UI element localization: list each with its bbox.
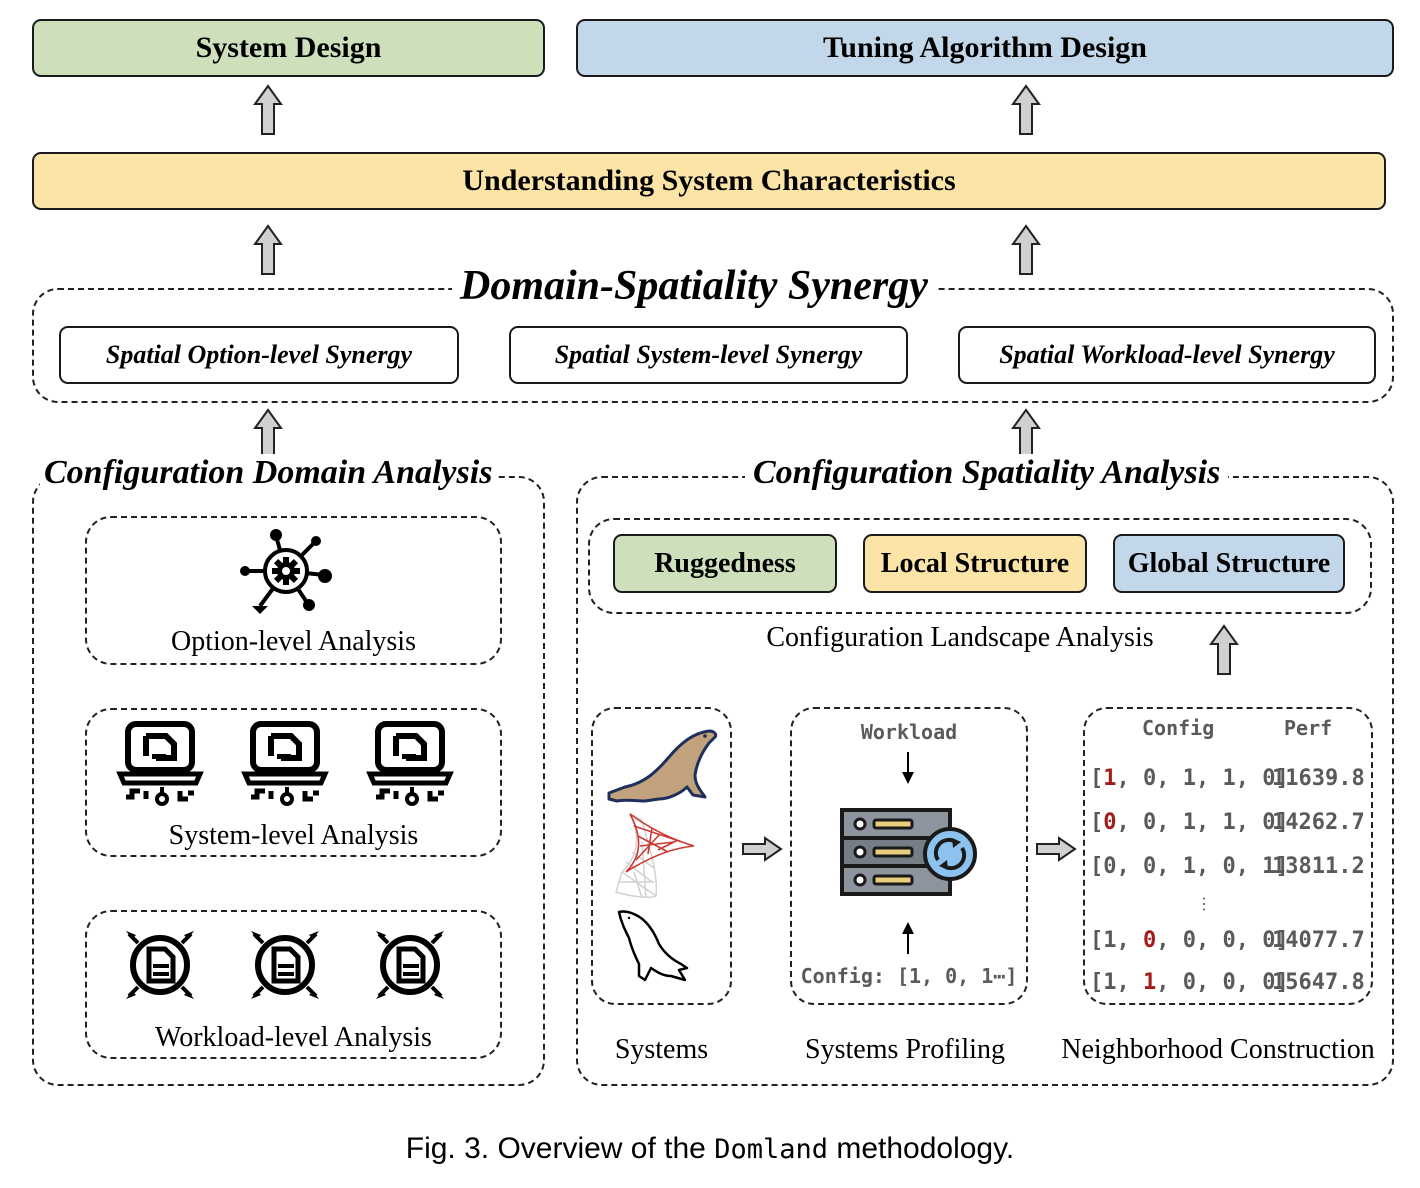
config-prefix: [1, <box>1090 928 1143 953</box>
systems-label: Systems <box>614 1034 709 1065</box>
arrow-up-icon <box>1012 85 1040 135</box>
arrow-up-icon <box>1012 409 1040 459</box>
synergy-system-box: Spatial System-level Synergy <box>509 326 908 384</box>
config-suffix: , 0, 0, 0] <box>1156 970 1289 995</box>
config-input-label: Config: [1, 0, 1⋯] <box>800 964 1018 988</box>
understanding-label: Understanding System Characteristics <box>462 164 956 197</box>
laptop-circuit-icon <box>243 721 329 805</box>
mysql-dolphin-icon <box>617 910 689 982</box>
workload-level-box <box>85 910 502 1059</box>
system-design-box: System Design <box>32 19 545 77</box>
caption-code: Domland <box>714 1134 828 1165</box>
arrow-right-icon <box>1036 837 1076 861</box>
arrow-down-icon <box>902 752 914 784</box>
synergy-system-label: Spatial System-level Synergy <box>554 340 863 369</box>
flipped-bit: 0 <box>1142 928 1157 953</box>
document-target-icon <box>120 925 200 1005</box>
caption-suffix: methodology. <box>828 1132 1015 1165</box>
synergy-workload-box: Spatial Workload-level Synergy <box>958 326 1376 384</box>
synergy-workload-label: Spatial Workload-level Synergy <box>999 340 1335 369</box>
network-gear-icon <box>240 529 332 614</box>
caption-prefix: Fig. 3. Overview of the <box>405 1132 715 1165</box>
flipped-bit: 1 <box>1103 766 1117 791</box>
table-row: [0, 0, 1, 0, 1] 13811.2 <box>1090 854 1380 879</box>
ruggedness-label: Ruggedness <box>654 547 796 579</box>
arrow-up-icon <box>254 225 282 275</box>
col-header-perf: Perf <box>1284 716 1333 740</box>
config-prefix: [ <box>1090 810 1104 835</box>
flipped-bit: 1 <box>1142 970 1157 995</box>
arrow-up-icon <box>1012 225 1040 275</box>
synergy-title: Domain-Spatiality Synergy <box>452 262 936 310</box>
table-row: [1, 0, 0, 0, 0] 14077.7 <box>1090 928 1380 953</box>
arrow-up-small-icon <box>902 922 914 954</box>
config-prefix: [1, <box>1090 970 1143 995</box>
document-target-icon <box>370 925 450 1005</box>
ellipsis: ⋮ <box>1196 894 1212 913</box>
profiling-box <box>790 707 1028 1005</box>
flipped-bit: 0 <box>1103 810 1117 835</box>
local-structure-box: Local Structure <box>863 534 1087 593</box>
system-design-label: System Design <box>195 31 382 64</box>
synergy-option-box: Spatial Option-level Synergy <box>59 326 459 384</box>
config-suffix: , 0, 1, 1, 0] <box>1116 766 1289 791</box>
config-prefix: [0, 0, 1, 0, 1] <box>1090 854 1289 879</box>
ruggedness-box: Ruggedness <box>613 534 837 593</box>
laptop-circuit-icon <box>368 721 454 805</box>
config-suffix: , 0, 0, 0] <box>1156 928 1289 953</box>
domain-analysis-title: Configuration Domain Analysis <box>40 454 497 492</box>
synergy-option-label: Spatial Option-level Synergy <box>105 340 413 369</box>
document-target-icon <box>245 925 325 1005</box>
option-level-label: Option-level Analysis <box>171 626 416 657</box>
arrow-right-icon <box>742 837 782 861</box>
system-level-box <box>85 708 502 857</box>
arrow-up-icon <box>254 409 282 459</box>
server-sync-icon <box>840 808 977 896</box>
table-row: [1, 0, 1, 1, 0] 11639.8 <box>1090 766 1380 791</box>
config-suffix: , 0, 1, 1, 0] <box>1116 810 1289 835</box>
perf-value: 15647.8 <box>1272 970 1365 995</box>
arrow-up-icon <box>1210 625 1238 675</box>
workload-label: Workload <box>860 720 958 744</box>
option-level-box <box>85 516 502 665</box>
systems-box <box>591 707 732 1005</box>
table-row: [0, 0, 1, 1, 0] 14262.7 <box>1090 810 1380 835</box>
neighborhood-box <box>1083 707 1373 1005</box>
understanding-box: Understanding System Characteristics <box>32 152 1386 210</box>
perf-value: 13811.2 <box>1272 854 1365 879</box>
config-prefix: [ <box>1090 766 1104 791</box>
tuning-algorithm-design-label: Tuning Algorithm Design <box>823 31 1147 64</box>
system-level-label: System-level Analysis <box>168 820 419 851</box>
mariadb-seal-icon <box>607 729 718 803</box>
tuning-algorithm-design-box: Tuning Algorithm Design <box>576 19 1394 77</box>
figure-caption: Fig. 3. Overview of the Domland methodol… <box>0 1132 1420 1166</box>
perf-value: 11639.8 <box>1272 766 1365 791</box>
workload-level-label: Workload-level Analysis <box>155 1022 432 1053</box>
table-row: [1, 1, 0, 0, 0] 15647.8 <box>1090 970 1380 995</box>
perf-value: 14262.7 <box>1272 810 1365 835</box>
sql-server-icon <box>615 812 695 899</box>
col-header-config: Config <box>1142 716 1215 740</box>
spatiality-analysis-title: Configuration Spatiality Analysis <box>745 454 1229 492</box>
global-structure-label: Global Structure <box>1127 547 1331 579</box>
global-structure-box: Global Structure <box>1113 534 1345 593</box>
neighborhood-table: Config Perf [1, 0, 1, 1, 0] 11639.8 [0, … <box>1090 716 1370 996</box>
perf-value: 14077.7 <box>1272 928 1365 953</box>
landscape-label: Configuration Landscape Analysis <box>766 622 1154 653</box>
neighborhood-label: Neighborhood Construction <box>1061 1034 1375 1065</box>
laptop-circuit-icon <box>118 721 204 805</box>
arrow-up-icon <box>254 85 282 135</box>
landscape-group <box>588 518 1372 614</box>
local-structure-label: Local Structure <box>880 547 1070 579</box>
profiling-label: Systems Profiling <box>805 1034 1005 1065</box>
